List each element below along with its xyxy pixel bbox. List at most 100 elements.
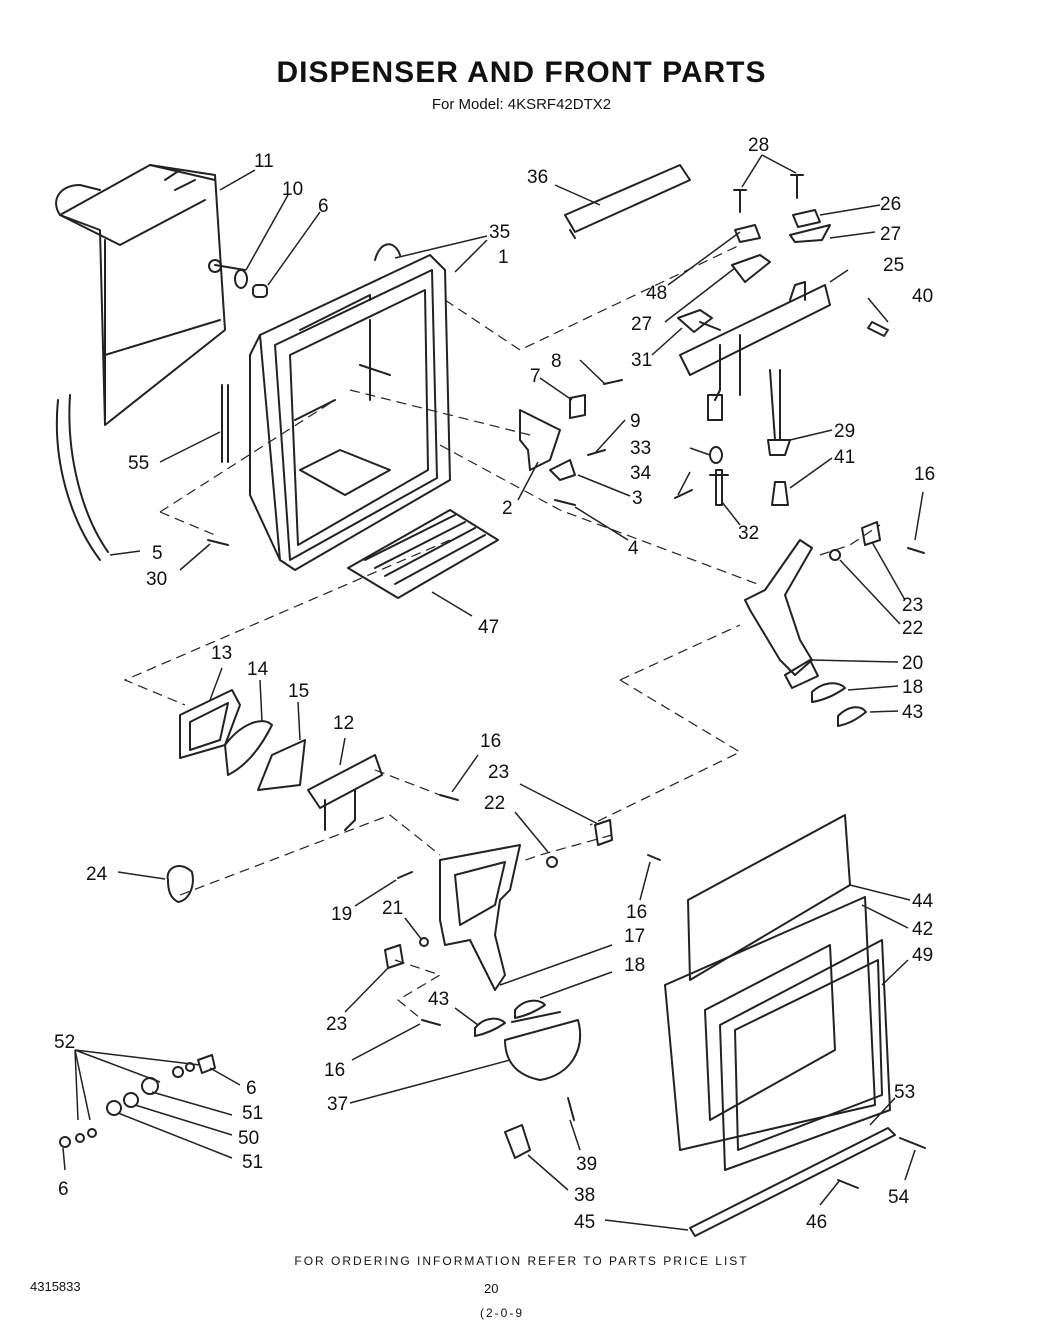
callout-19: 19 <box>331 904 352 925</box>
callout-6-b: 6 <box>246 1078 257 1099</box>
part-27-plate <box>789 224 831 243</box>
callout-18-upper: 18 <box>902 677 923 698</box>
part-43-pad-lower <box>474 1017 506 1037</box>
callout-20: 20 <box>902 653 923 674</box>
callout-23-mid: 23 <box>488 762 509 783</box>
part-20-crank <box>744 539 819 689</box>
callout-16-a: 16 <box>480 731 501 752</box>
callout-4: 4 <box>628 538 639 559</box>
callout-10: 10 <box>282 179 303 200</box>
callout-8: 8 <box>551 351 562 372</box>
callout-53: 53 <box>894 1082 915 1103</box>
callout-49: 49 <box>912 945 933 966</box>
part-23-clip-mid <box>594 819 613 846</box>
part-4-pin <box>554 499 576 506</box>
callout-27-b: 27 <box>631 314 652 335</box>
callout-25: 25 <box>883 255 904 276</box>
part-28-screw-a <box>733 189 747 213</box>
callout-11: 11 <box>254 151 274 172</box>
callout-50: 50 <box>238 1128 259 1149</box>
part-16-screw-c <box>421 1019 441 1026</box>
callout-16-d: 16 <box>914 464 935 485</box>
callout-51-b: 51 <box>242 1152 263 1173</box>
page-number: 20 <box>484 1281 499 1296</box>
part-21-washer <box>419 937 429 947</box>
callout-14: 14 <box>247 659 269 680</box>
part-31-valve <box>677 309 721 333</box>
callout-51-a: 51 <box>242 1103 263 1124</box>
callout-47: 47 <box>478 617 499 638</box>
part-38-button <box>504 1124 531 1159</box>
callout-35: 35 <box>489 222 510 243</box>
model-subtitle: For Model: 4KSRF42DTX2 <box>431 96 612 113</box>
part-17-lever <box>439 844 521 991</box>
part-23-clip-lower <box>384 944 404 969</box>
callout-23-lower: 23 <box>326 1014 347 1035</box>
callout-27-a: 27 <box>880 224 901 245</box>
part-rod <box>221 384 229 463</box>
part-9-screw <box>587 449 606 456</box>
callout-30: 30 <box>146 569 167 590</box>
part-3-lever <box>549 459 576 481</box>
part-54-screw <box>899 1137 926 1149</box>
callout-26: 26 <box>880 194 901 215</box>
callout-52: 52 <box>54 1032 75 1053</box>
callout-7: 7 <box>530 366 541 387</box>
revision-stamp: (2-0-9 <box>480 1306 525 1320</box>
part-16-screw-a <box>439 794 459 801</box>
callout-33: 33 <box>630 438 651 459</box>
callout-44: 44 <box>912 891 934 912</box>
part-22-ring-mid <box>546 856 558 868</box>
part-48-clip <box>734 224 761 243</box>
callout-5: 5 <box>152 543 163 564</box>
part-29-wire <box>767 369 791 456</box>
callout-2: 2 <box>502 498 513 519</box>
part-dispenser-frame <box>249 243 451 571</box>
callout-21: 21 <box>382 898 403 919</box>
part-hose <box>55 394 109 561</box>
callout-31: 31 <box>631 350 652 371</box>
callout-36: 36 <box>527 167 548 188</box>
callout-41: 41 <box>834 447 855 468</box>
part-10-washer <box>234 269 248 289</box>
callout-43-lower: 43 <box>428 989 449 1010</box>
callout-48: 48 <box>646 283 667 304</box>
part-30-screw <box>207 539 229 546</box>
part-19-screw <box>397 871 413 879</box>
callout-28: 28 <box>748 135 769 156</box>
callout-40: 40 <box>912 286 933 307</box>
callout-1: 1 <box>498 247 509 268</box>
part-46-screw <box>837 1179 859 1189</box>
callout-42: 42 <box>912 919 933 940</box>
part-23-clip-upper <box>861 521 881 546</box>
callout-9: 9 <box>630 411 641 432</box>
part-7-clip <box>569 394 586 419</box>
callout-39: 39 <box>576 1154 597 1175</box>
page-title: DISPENSER AND FRONT PARTS <box>276 56 767 89</box>
part-41-cap <box>771 481 789 506</box>
callout-3: 3 <box>632 488 643 509</box>
callout-6-a: 6 <box>318 196 329 217</box>
callout-17: 17 <box>624 926 645 947</box>
callout-18-lower: 18 <box>624 955 645 976</box>
callout-34: 34 <box>630 463 652 484</box>
part-channel <box>564 164 691 239</box>
callout-29: 29 <box>834 421 855 442</box>
part-33-spring <box>709 446 723 464</box>
callout-38: 38 <box>574 1185 595 1206</box>
callout-54: 54 <box>888 1187 910 1208</box>
part-18-pad <box>811 682 846 703</box>
callout-15: 15 <box>288 681 309 702</box>
part-24-motor <box>166 865 194 903</box>
callout-22-mid: 22 <box>484 793 505 814</box>
callout-22-upper: 22 <box>902 618 923 639</box>
part-13-frame <box>179 689 241 759</box>
part-ice-housing <box>55 164 246 426</box>
part-18-pad-lower <box>514 999 546 1019</box>
part-door-panels <box>664 814 891 1171</box>
part-6-bushing <box>252 284 268 298</box>
part-drip-grille <box>347 509 499 599</box>
part-14-lens <box>224 720 273 776</box>
